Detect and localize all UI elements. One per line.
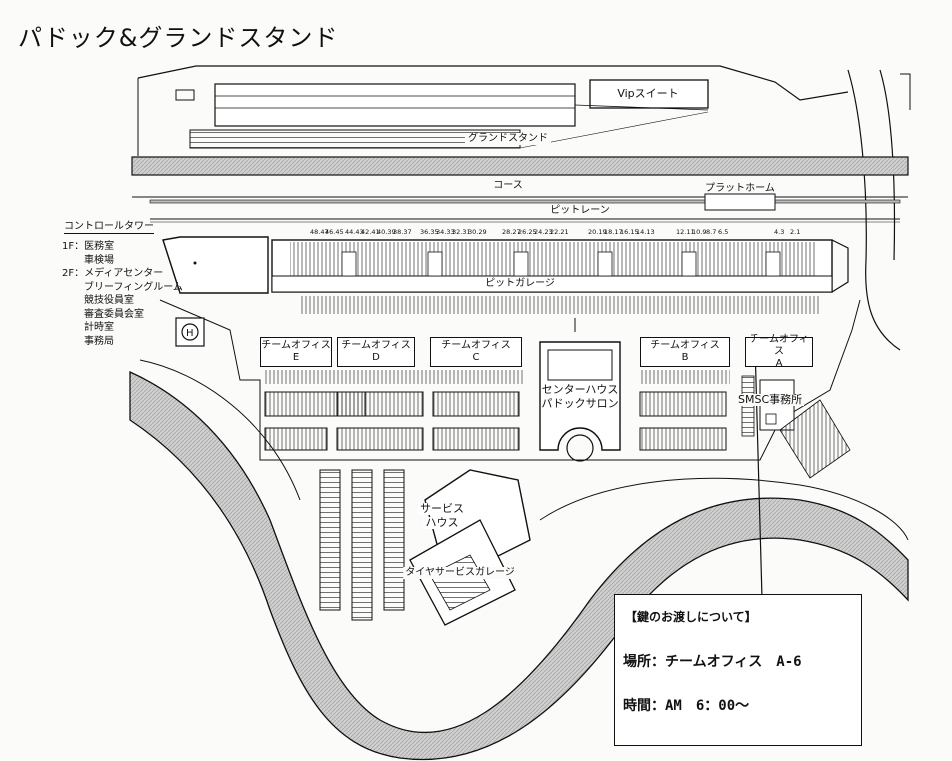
garage-number: 30.29 (468, 228, 487, 236)
pit-wall (149, 199, 901, 204)
upper-boundary (137, 65, 849, 101)
team-office-letter: C (472, 352, 480, 363)
paddock-salon-label: パドックサロン (541, 397, 619, 410)
tower-line: 審査委員会室 (84, 308, 144, 320)
garage-number: 32.31 (452, 228, 471, 236)
small-building (175, 89, 195, 101)
tower-line: 車検場 (84, 254, 114, 266)
garage-number: 34.33 (436, 228, 455, 236)
right-road (847, 69, 901, 351)
garage-number: 24.23 (534, 228, 553, 236)
team-office-letter: B (681, 352, 689, 363)
team-office-name: チームオフィス (261, 340, 331, 351)
garage-number: 40.39 (377, 228, 396, 236)
service-house-label: サービス (418, 502, 466, 515)
grandstand-roof (214, 83, 576, 127)
notice-place-value: チームオフィス A-6 (665, 654, 802, 670)
team-office-letter: A (775, 358, 783, 369)
notice-time-row: 時間：AM 6：00～ (623, 695, 749, 715)
garage-number: 42.41 (361, 228, 380, 236)
garage-number: 14.13 (636, 228, 655, 236)
main-straight (131, 156, 909, 176)
team-office-letter: D (372, 352, 380, 363)
control-tower-info: 1F：医務室 車検場 2F：メディアセンター ブリーフィングルーム 競技役員室 … (62, 240, 183, 348)
team-office-name: チームオフィス (749, 334, 809, 357)
team-office-letter: E (292, 352, 300, 363)
lower-parking-columns (319, 469, 405, 621)
smsc-label: SMSC事務所 (736, 393, 805, 406)
pit-garage-label: ピットガレージ (483, 278, 557, 290)
svg-text:H: H (186, 328, 194, 339)
parking-rows (264, 370, 730, 451)
garage-number: 8.7 (706, 228, 717, 236)
tower-line: 競技役員室 (84, 295, 134, 306)
service-house-label-2: ハウス (423, 516, 461, 529)
tower-line: ブリーフィングルーム (84, 281, 183, 293)
notice-place-row: 場所：チームオフィス A-6 (623, 651, 802, 671)
vip-suite-label: Vipスイート (617, 87, 679, 100)
control-tower-title: コントロールタワー (64, 221, 154, 234)
course-label: コース (493, 180, 523, 191)
tower-line: 2F：メディアセンター (62, 268, 164, 279)
diagonal-stalls (779, 399, 851, 479)
paddock-boundary (159, 299, 861, 461)
platform (704, 193, 776, 211)
garage-number: 22.21 (550, 228, 569, 236)
leader-line (754, 344, 763, 599)
garage-number: 4.3 (774, 228, 785, 236)
tire-garage-label: タイヤサービスガレージ (403, 567, 517, 579)
helipad (175, 317, 205, 347)
notice-place-label: 場所： (623, 654, 665, 670)
stall-row (300, 296, 820, 314)
garage-number: 28.27 (502, 228, 521, 236)
garage-number: 12.11 (676, 228, 695, 236)
garage-number: 16.15 (620, 228, 639, 236)
notice-heading: 【鍵のお渡しについて】 (625, 610, 757, 624)
notice-time-value: AM 6：00～ (665, 698, 750, 714)
garage-number: 2.1 (790, 228, 801, 236)
tower-line: 計時室 (84, 322, 114, 333)
garage-number: 48.47 (310, 228, 329, 236)
garage-number: 6.5 (718, 228, 729, 236)
garage-number: 46.45 (325, 228, 344, 236)
notice-time-label: 時間： (623, 698, 665, 714)
garage-number: 20.19 (588, 228, 607, 236)
vip-suite (589, 79, 709, 109)
tower-line: 1F：医務室 (62, 241, 115, 252)
garage-number: 36.35 (420, 228, 439, 236)
garage-number: 18.17 (604, 228, 623, 236)
lower-track (129, 370, 909, 761)
grandstand-label: グランドスタンド (465, 133, 551, 145)
team-office-name: チームオフィス (650, 340, 720, 351)
garage-number: 38.37 (393, 228, 412, 236)
garage-number: 10.9 (692, 228, 707, 236)
tower-line: 事務局 (84, 335, 114, 347)
page-title: パドック&グランドスタンド (18, 24, 339, 52)
key-notice-box: 【鍵のお渡しについて】 場所：チームオフィス A-6 時間：AM 6：00～ (614, 594, 862, 746)
garage-number: 26.25 (518, 228, 537, 236)
garage-number: 44.43 (345, 228, 364, 236)
team-office-name: チームオフィス (441, 340, 511, 351)
team-office-name: チームオフィス (341, 340, 411, 351)
pit-lane-label: ピットレーン (547, 205, 613, 217)
center-house-label: センターハウス (541, 383, 619, 396)
platform-label: プラットホーム (705, 183, 775, 194)
